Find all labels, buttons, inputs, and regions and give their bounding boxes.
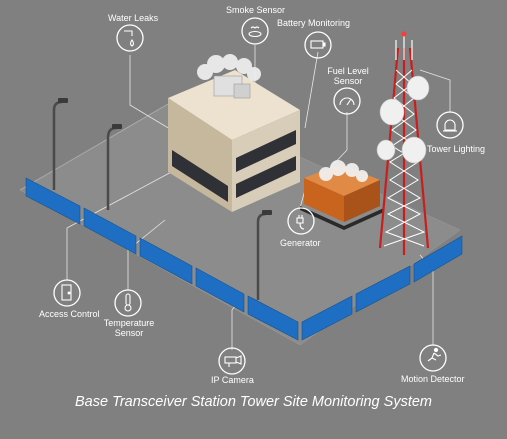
smoke-detector-icon	[241, 17, 269, 45]
beacon-icon	[436, 111, 464, 139]
generator	[300, 160, 384, 230]
plug-icon	[287, 207, 315, 235]
label-fuel-level-sensor: Fuel Level Sensor	[327, 66, 369, 86]
label-ip-camera: IP Camera	[211, 375, 254, 385]
label-smoke-sensor: Smoke Sensor	[226, 5, 286, 15]
thermometer-icon	[114, 289, 142, 317]
door-icon	[53, 279, 81, 307]
diagram-caption: Base Transceiver Station Tower Site Moni…	[74, 394, 432, 410]
battery-icon	[304, 31, 332, 59]
label-temperature-sensor: Temperature Sensor	[103, 318, 155, 338]
telecom-tower	[376, 31, 430, 255]
label-water-leaks: Water Leaks	[108, 13, 159, 23]
label-tower-lighting: Tower Lighting	[427, 144, 486, 154]
building	[168, 54, 300, 212]
fence	[25, 177, 463, 341]
label-generator: Generator	[280, 238, 321, 248]
water-leak-icon	[116, 24, 144, 52]
label-motion-detector: Motion Detector	[401, 374, 465, 384]
camera-icon	[218, 347, 246, 375]
running-person-icon	[419, 344, 447, 372]
back-fence-left	[19, 99, 176, 191]
label-battery-monitoring: Battery Monitoring	[277, 18, 351, 28]
label-access-control: Access Control	[39, 309, 100, 319]
gauge-icon	[333, 87, 361, 115]
